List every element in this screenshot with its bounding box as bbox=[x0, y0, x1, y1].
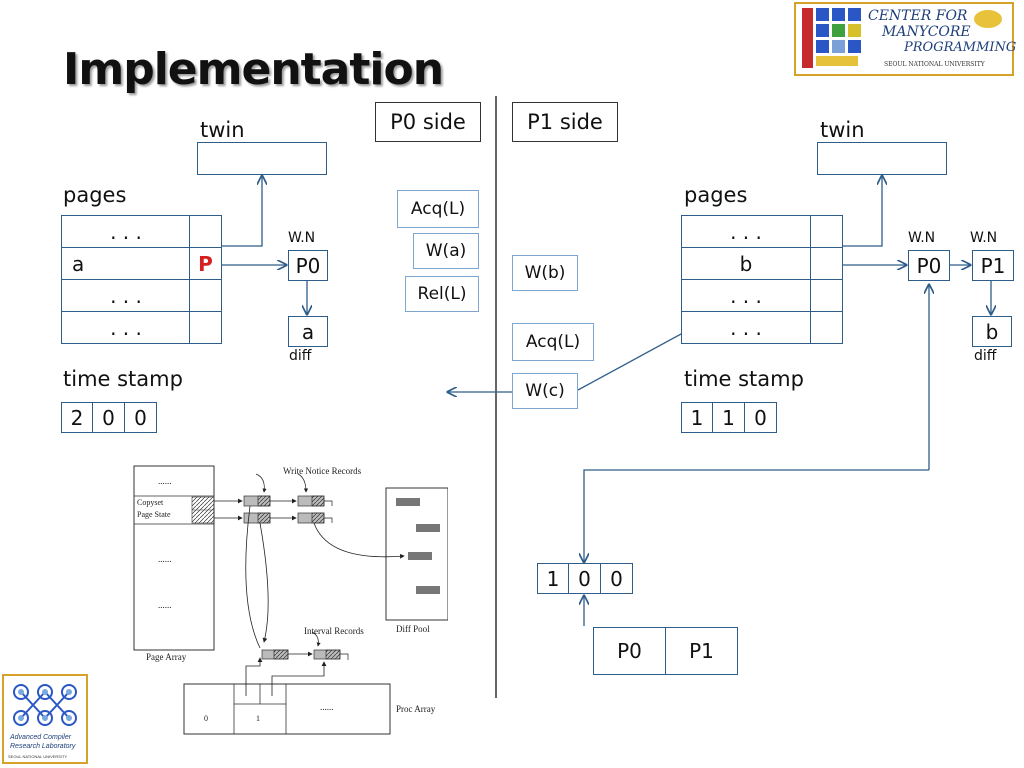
left-page-flag bbox=[189, 311, 222, 344]
right-ts-cell: 1 bbox=[681, 402, 713, 433]
fig-copyset: Copyset bbox=[137, 498, 164, 507]
p1-side-label: P1 side bbox=[512, 102, 618, 142]
fig-dots-mid: ...... bbox=[158, 554, 172, 564]
left-ts-label: time stamp bbox=[63, 367, 183, 391]
right-wn-label-2: W.N bbox=[970, 230, 998, 246]
left-page-row-a: a bbox=[61, 247, 191, 280]
left-pages-label: pages bbox=[63, 183, 127, 207]
left-wn-label: W.N bbox=[288, 230, 316, 246]
p0-side-label: P0 side bbox=[375, 102, 481, 142]
right-page-row: . . . bbox=[681, 311, 811, 344]
logo-bar-icon bbox=[802, 8, 813, 68]
fig-proc-dots: ...... bbox=[320, 702, 334, 712]
fig-page-state: Page State bbox=[137, 510, 171, 519]
fig-diff-pool: Diff Pool bbox=[396, 624, 430, 634]
left-page-flag bbox=[189, 215, 222, 248]
fig-proc-1: 1 bbox=[256, 714, 260, 723]
logo-line3: PROGRAMMING bbox=[904, 40, 1017, 55]
right-wn-p0: P0 bbox=[908, 250, 950, 281]
op-rel-l: Rel(L) bbox=[405, 276, 479, 312]
interval-ts-cell: 1 bbox=[537, 563, 569, 594]
left-ts-cell: 2 bbox=[61, 402, 93, 433]
interval-proc-p1: P1 bbox=[665, 627, 738, 675]
right-twin-label: twin bbox=[820, 118, 865, 142]
arcl-line2: Research Laboratory bbox=[10, 743, 76, 750]
logo-univ: SEOUL NATIONAL UNIVERSITY bbox=[884, 61, 985, 68]
left-wn-p0: P0 bbox=[288, 250, 328, 281]
left-diff-label: diff bbox=[289, 348, 312, 364]
right-page-row: . . . bbox=[681, 215, 811, 248]
right-page-flag bbox=[810, 215, 843, 248]
right-page-flag bbox=[810, 311, 843, 344]
right-pages-label: pages bbox=[684, 183, 748, 207]
right-wn-p1: P1 bbox=[972, 250, 1014, 281]
figure-drawing bbox=[133, 465, 448, 735]
slide-title: Implementation bbox=[63, 44, 444, 95]
left-page-row: . . . bbox=[61, 311, 191, 344]
interval-ts-cell: 0 bbox=[600, 563, 633, 594]
right-page-row-b: b bbox=[681, 247, 811, 280]
right-page-flag-invalid bbox=[810, 247, 843, 280]
right-wn-label-1: W.N bbox=[908, 230, 936, 246]
data-structure-figure: ...... Copyset Page State ...... ...... … bbox=[128, 462, 448, 738]
right-twin-box bbox=[817, 142, 947, 175]
right-ts-cell: 1 bbox=[712, 402, 745, 433]
right-page-row: . . . bbox=[681, 279, 811, 312]
left-page-flag-p: P bbox=[189, 247, 222, 280]
right-ts-label: time stamp bbox=[684, 367, 804, 391]
manycore-logo: CENTER FOR MANYCORE PROGRAMMING SEOUL NA… bbox=[794, 2, 1017, 76]
fig-proc-0: 0 bbox=[204, 714, 208, 723]
arcl-line1: Advanced Compiler bbox=[10, 734, 72, 741]
fig-interval-records: Interval Records bbox=[304, 626, 364, 636]
left-ts-cell: 0 bbox=[92, 402, 125, 433]
fig-proc-array: Proc Array bbox=[396, 704, 436, 714]
interval-proc-p0: P0 bbox=[593, 627, 666, 675]
fig-page-array: Page Array bbox=[146, 652, 187, 662]
right-diff-label: diff bbox=[974, 348, 997, 364]
left-diff-a: a bbox=[288, 316, 328, 347]
fig-dots-mid2: ...... bbox=[158, 600, 172, 610]
op-write-b: W(b) bbox=[512, 255, 578, 291]
right-ts-cell: 0 bbox=[744, 402, 777, 433]
left-page-row: . . . bbox=[61, 279, 191, 312]
chip-icon bbox=[974, 10, 1002, 28]
left-page-row: . . . bbox=[61, 215, 191, 248]
op-write-a: W(a) bbox=[413, 233, 479, 269]
interval-ts-cell: 0 bbox=[568, 563, 601, 594]
op-write-c: W(c) bbox=[512, 373, 578, 409]
op-acq-l-p1: Acq(L) bbox=[512, 323, 594, 361]
arcl-logo: Advanced Compiler Research Laboratory SE… bbox=[2, 674, 88, 764]
fig-wn-records: Write Notice Records bbox=[283, 466, 362, 476]
left-twin-label: twin bbox=[200, 118, 245, 142]
logo-line2: MANYCORE bbox=[882, 24, 971, 40]
fig-dots-top: ...... bbox=[158, 476, 172, 486]
logo-line1: CENTER FOR bbox=[868, 8, 968, 24]
right-page-flag bbox=[810, 279, 843, 312]
arcl-univ: SEOUL NATIONAL UNIVERSITY bbox=[8, 754, 68, 759]
right-diff-b: b bbox=[972, 316, 1012, 347]
left-ts-cell: 0 bbox=[124, 402, 157, 433]
molecule-icon bbox=[13, 684, 77, 726]
op-acq-l-p0: Acq(L) bbox=[397, 190, 479, 228]
left-twin-box bbox=[197, 142, 327, 175]
left-page-flag bbox=[189, 279, 222, 312]
